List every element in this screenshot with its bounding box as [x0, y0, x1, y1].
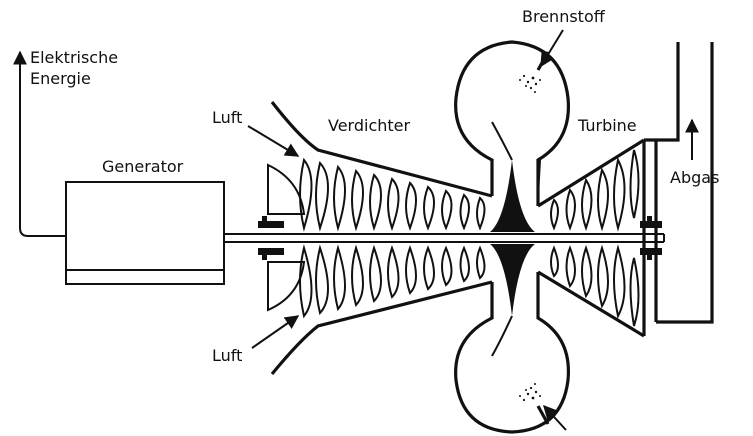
- exhaust-stack: [644, 42, 714, 324]
- fuel-label: Brennstoff: [522, 7, 606, 26]
- turbine-label: Turbine: [577, 116, 637, 135]
- air-arrow-top: [247, 125, 300, 157]
- bearing-right: [640, 216, 662, 260]
- generator-label: Generator: [102, 157, 184, 176]
- compressor-casing: [270, 101, 493, 376]
- fuel-arrow-top: [540, 29, 564, 68]
- fuel-spray-upper: [519, 74, 541, 93]
- exhaust-label: Abgas: [670, 168, 719, 187]
- energy-label-line1: Elektrische: [30, 48, 118, 67]
- energy-output-line: [13, 50, 66, 237]
- turbine-blades-upper: [550, 149, 640, 232]
- compressor-label: Verdichter: [328, 116, 411, 135]
- generator: [65, 181, 225, 285]
- compressor-blades-upper: [299, 157, 486, 232]
- turbine-casing: [537, 138, 658, 338]
- air-arrow-bottom: [251, 315, 300, 349]
- fuel-nozzle-lower: [536, 405, 550, 425]
- fuel-arrow-bottom: [543, 404, 567, 431]
- air-label-bottom: Luft: [212, 346, 242, 365]
- air-label-top: Luft: [212, 108, 242, 127]
- combustor-hub: [490, 160, 535, 316]
- bearing-left: [258, 216, 284, 260]
- energy-label-line2: Energie: [30, 69, 91, 88]
- shaft: [224, 233, 665, 243]
- turbine-blades-lower: [550, 244, 640, 327]
- fuel-spray-lower: [519, 383, 541, 402]
- inlet-guide-vanes: [267, 163, 306, 312]
- combustion-chamber-lower: [454, 272, 571, 434]
- compressor-blades-lower: [299, 244, 486, 319]
